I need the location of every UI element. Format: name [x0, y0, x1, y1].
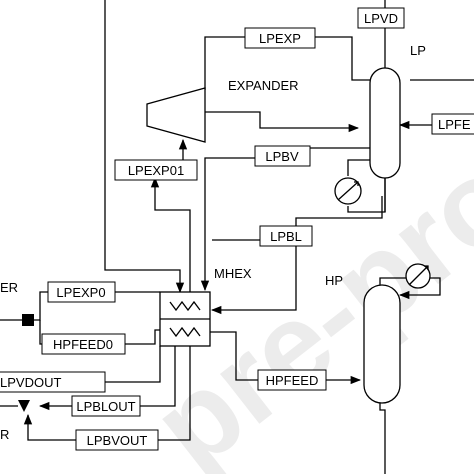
label-lpblout[interactable]: LPBLOUT: [71, 395, 141, 417]
svg-text:LPVDOUT: LPVDOUT: [0, 375, 61, 390]
expander-label: EXPANDER: [228, 78, 299, 93]
label-lpexp0[interactable]: LPEXP0: [47, 281, 116, 303]
lp-column-icon[interactable]: [369, 67, 401, 179]
svg-text:LPEXP0: LPEXP0: [56, 285, 105, 300]
lp-reboiler-icon[interactable]: [334, 177, 362, 205]
label-hpfeed0[interactable]: HPFEED0: [41, 333, 126, 355]
hp-column-icon[interactable]: [363, 284, 401, 404]
svg-text:HPFEED: HPFEED: [266, 373, 319, 388]
hp-condenser-icon[interactable]: [405, 263, 431, 289]
lp-label: LP: [410, 43, 426, 58]
expander-icon[interactable]: [146, 87, 206, 143]
svg-text:LPBV: LPBV: [265, 149, 299, 164]
svg-text:LPVD: LPVD: [364, 11, 398, 26]
label-lpexp[interactable]: LPEXP: [244, 27, 316, 49]
er-splitter-icon[interactable]: [22, 314, 34, 326]
svg-text:LPBL: LPBL: [270, 229, 302, 244]
label-lpbv[interactable]: LPBV: [254, 145, 311, 167]
mhex-label: MHEX: [214, 266, 252, 281]
label-lpvdout[interactable]: LPVDOUT: [0, 371, 106, 393]
mhex-exchanger-icon[interactable]: [159, 291, 211, 347]
r-label: R: [0, 427, 9, 442]
label-lpbl[interactable]: LPBL: [259, 225, 313, 247]
svg-text:LPBLOUT: LPBLOUT: [76, 399, 135, 414]
svg-text:LPEXP01: LPEXP01: [128, 163, 184, 178]
label-lpfe[interactable]: LPFE: [431, 113, 474, 135]
hp-label: HP: [325, 273, 343, 288]
label-lpvd[interactable]: LPVD: [357, 7, 405, 29]
svg-text:LPFE: LPFE: [438, 117, 471, 132]
label-lpbvout[interactable]: LPBVOUT: [75, 429, 159, 451]
label-lpexp01[interactable]: LPEXP01: [114, 159, 198, 181]
svg-text:LPEXP: LPEXP: [259, 31, 301, 46]
label-hpfeed[interactable]: HPFEED: [257, 369, 327, 391]
svg-text:LPBVOUT: LPBVOUT: [87, 433, 148, 448]
er-label: ER: [0, 280, 18, 295]
svg-text:HPFEED0: HPFEED0: [53, 337, 113, 352]
lpblout-mixer-icon[interactable]: [18, 400, 30, 412]
